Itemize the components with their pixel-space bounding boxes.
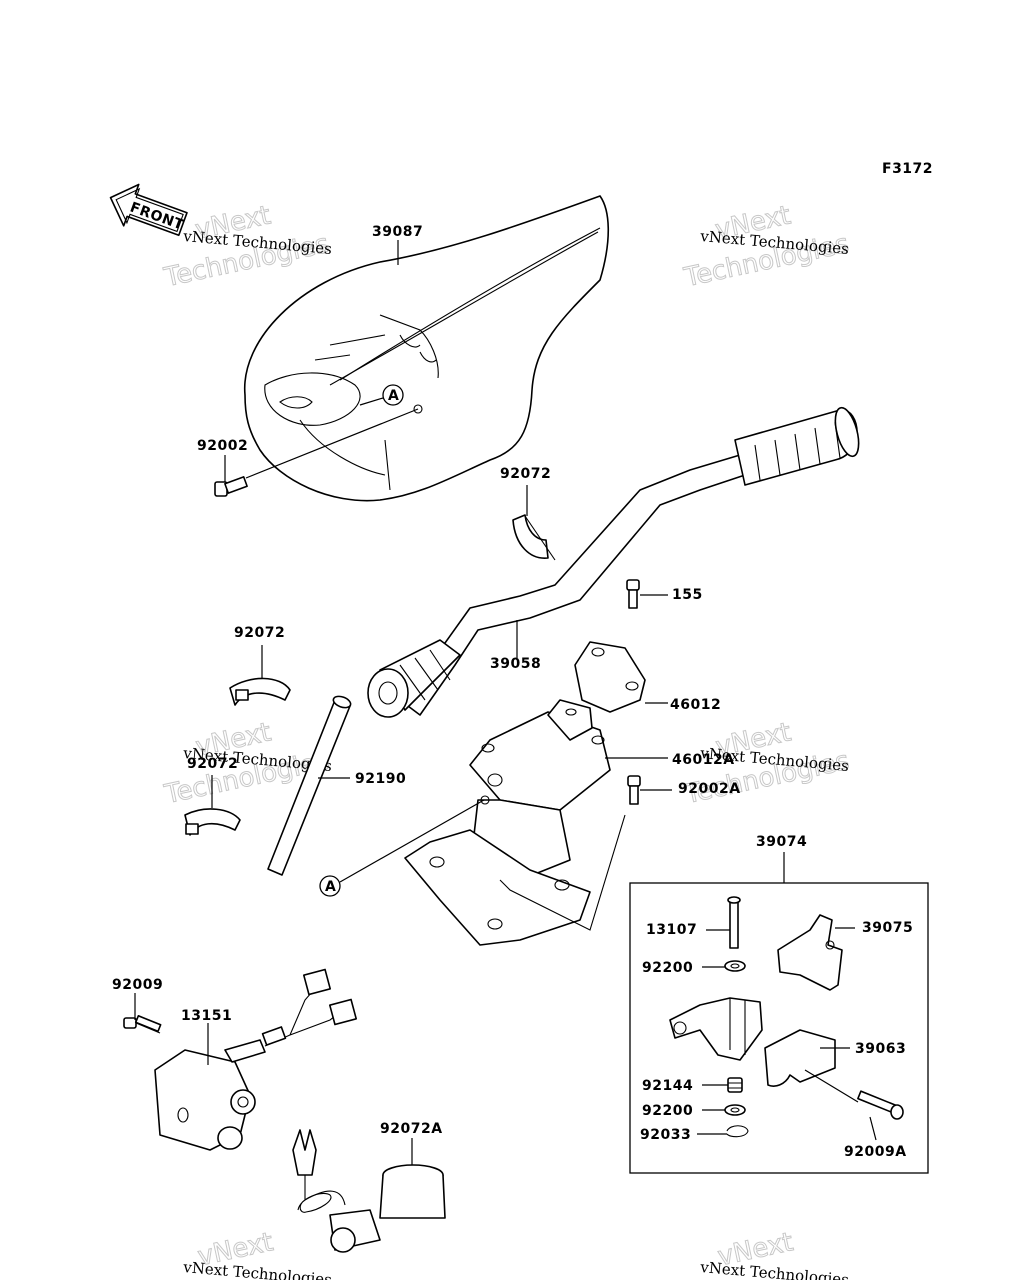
- label-39058: 39058: [490, 656, 541, 672]
- ref-marker-label: A: [388, 388, 399, 404]
- screw-92009A: [857, 1090, 904, 1120]
- label-92002: 92002: [197, 438, 248, 454]
- washer-92200-top: [724, 960, 746, 972]
- label-92009: 92009: [112, 977, 163, 993]
- cover-39063: [764, 1029, 836, 1087]
- label-46012: 46012: [670, 697, 721, 713]
- label-92072-top: 92072: [500, 466, 551, 482]
- lanyard-clamp: [292, 1129, 446, 1253]
- ref-marker-a-bottom: A: [319, 799, 485, 897]
- tube-92190: [267, 695, 352, 876]
- label-92200-b: 92200: [642, 1103, 693, 1119]
- spring-92144: [727, 1077, 743, 1093]
- label-155: 155: [672, 587, 703, 603]
- label-92072-mid: 92072: [187, 756, 238, 772]
- pin-13107: [727, 896, 741, 949]
- label-39063: 39063: [855, 1041, 906, 1057]
- bracket-39075: [777, 914, 843, 991]
- steering-holder: [404, 641, 646, 946]
- screw-92009: [123, 1014, 162, 1034]
- watermark-company: vNext Technologies: [699, 1258, 850, 1280]
- parts-box-39074: [629, 882, 929, 1174]
- label-92072A: 92072A: [380, 1121, 443, 1137]
- leader-lines: [134, 240, 877, 1165]
- label-46012A: 46012A: [672, 752, 735, 768]
- handlebar-cover: [244, 195, 610, 502]
- label-92190: 92190: [355, 771, 406, 787]
- bolt-92002A: [627, 775, 641, 805]
- label-13107: 13107: [646, 922, 697, 938]
- handlebar: [367, 406, 860, 718]
- ref-marker-a-top: A: [359, 384, 404, 406]
- label-92072-left: 92072: [234, 625, 285, 641]
- watermark-company: vNext Technologies: [182, 1258, 333, 1280]
- cable-tie-mid: [184, 808, 241, 836]
- switch-assembly: [154, 968, 358, 1151]
- ref-marker-label: A: [325, 879, 336, 895]
- label-92144: 92144: [642, 1078, 693, 1094]
- washer-92200-bottom: [724, 1104, 746, 1116]
- label-92002A: 92002A: [678, 781, 741, 797]
- label-92009A: 92009A: [844, 1144, 907, 1160]
- lever-body: [669, 997, 763, 1061]
- figure-code: F3172: [882, 161, 933, 177]
- label-39074: 39074: [756, 834, 807, 850]
- label-39087: 39087: [372, 224, 423, 240]
- bolt-92002: [214, 408, 419, 497]
- front-arrow-icon: [109, 183, 188, 237]
- bolt-155: [626, 579, 640, 609]
- label-92033: 92033: [640, 1127, 691, 1143]
- cable-tie-left: [229, 677, 291, 706]
- label-13151: 13151: [181, 1008, 232, 1024]
- circlip-92033: [726, 1125, 749, 1138]
- cable-tie-top: [512, 514, 556, 561]
- label-92200-a: 92200: [642, 960, 693, 976]
- label-39075: 39075: [862, 920, 913, 936]
